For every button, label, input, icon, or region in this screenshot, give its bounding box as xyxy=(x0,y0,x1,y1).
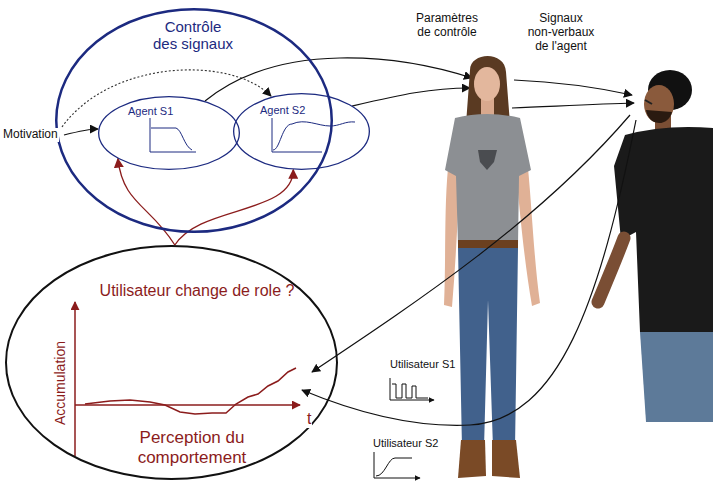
feedback-connector xyxy=(118,159,175,245)
plot-axes xyxy=(150,118,196,152)
signal-arrow xyxy=(512,103,634,108)
arm xyxy=(598,238,624,302)
motivation-arrow xyxy=(64,129,98,135)
user-figure xyxy=(598,70,713,422)
agent-ellipse: Agent S2 xyxy=(233,93,370,170)
plot-axis xyxy=(74,302,76,456)
annotation-label: Signaux non-verbaux de l'agent xyxy=(526,12,597,53)
plot-curve xyxy=(85,368,296,414)
control-arrow xyxy=(352,88,470,106)
shirt-print xyxy=(478,150,497,170)
user-s1-plot xyxy=(390,378,434,400)
face xyxy=(474,67,500,101)
t-shirt xyxy=(614,127,713,332)
jeans xyxy=(640,332,713,422)
plot-curve xyxy=(273,122,355,150)
ellipse-shape xyxy=(99,97,240,170)
agent-figure xyxy=(444,56,540,478)
plot-axes xyxy=(390,378,434,400)
motivation-dotted-arrow xyxy=(62,70,271,127)
beard xyxy=(646,110,672,123)
node-title: Utilisateur change de role ? xyxy=(100,282,295,300)
headset xyxy=(645,100,652,104)
plot-axis xyxy=(75,404,300,406)
boot xyxy=(458,440,486,478)
t-shirt xyxy=(445,114,531,245)
signal-arrow xyxy=(514,80,632,95)
agent-s2-plot xyxy=(272,118,355,152)
control-ellipse: Contrôle des signauxAgent S1 Agent S2 xyxy=(55,8,333,233)
node-text: Perception du comportement xyxy=(117,428,267,467)
perception-arrow xyxy=(312,115,630,372)
plot-curve xyxy=(392,384,428,398)
ellipse-shape xyxy=(6,246,337,479)
ellipse-shape xyxy=(234,94,370,170)
plot-curve xyxy=(151,128,192,150)
feedback-connector xyxy=(175,170,293,245)
plot-title: Utilisateur S2 xyxy=(372,437,439,450)
axis-label: Accumulation xyxy=(52,340,68,426)
plot-title: Utilisateur S1 xyxy=(389,358,456,371)
jeans xyxy=(458,248,518,448)
ellipse-shape xyxy=(56,9,332,232)
node-title: Contrôle des signaux xyxy=(152,18,235,53)
node-title: Agent S1 xyxy=(128,105,173,118)
boot xyxy=(492,440,520,478)
control-arrow xyxy=(205,58,472,101)
hair xyxy=(466,56,510,124)
agent-ellipse: Agent S1 xyxy=(98,96,240,170)
plot-axes xyxy=(374,452,420,478)
user-s2-plot xyxy=(374,452,420,478)
agent-s1-plot xyxy=(150,118,196,152)
node-title: Agent S2 xyxy=(260,104,305,117)
face xyxy=(644,85,674,123)
input-label: Motivation xyxy=(2,128,59,142)
perception-arrow xyxy=(302,120,636,425)
axis-label: t xyxy=(306,410,312,428)
annotation-label: Paramètres de contrôle xyxy=(413,12,481,40)
plot-curve xyxy=(376,458,412,476)
belt xyxy=(458,240,518,248)
arm xyxy=(516,168,540,306)
